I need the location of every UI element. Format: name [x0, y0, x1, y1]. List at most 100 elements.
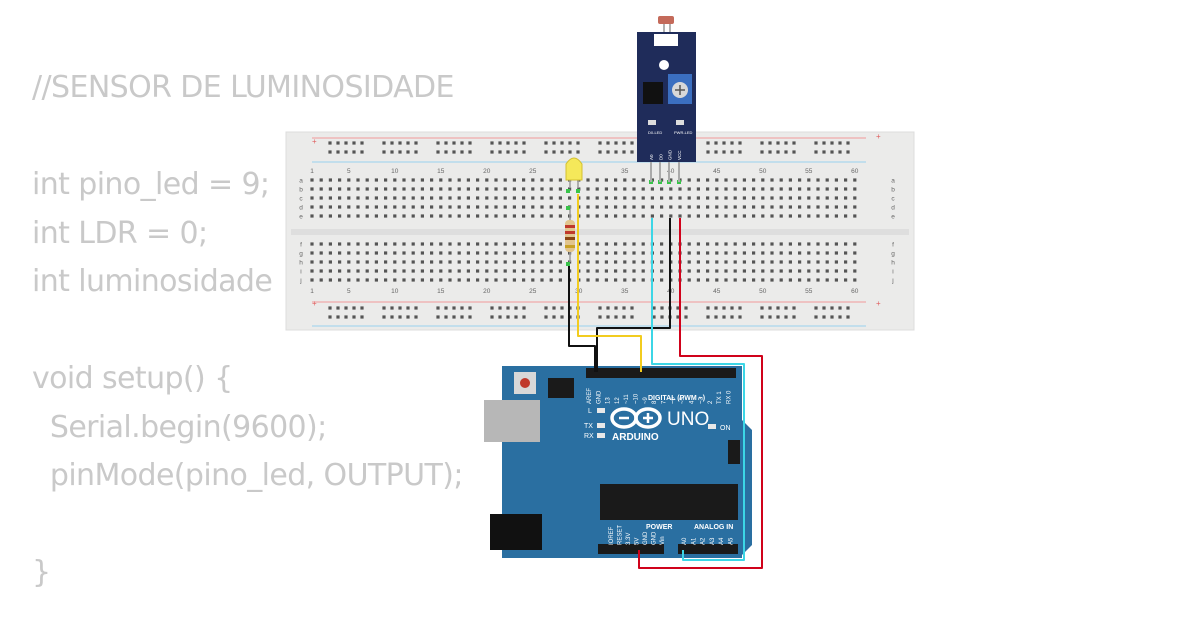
column-number: 25 — [529, 288, 537, 295]
rail-plus-bottom-right: + — [876, 299, 881, 308]
wire-black-sensor-gnd — [596, 218, 671, 372]
sensor-pin-legs — [650, 162, 680, 182]
pin-label: 12 — [615, 397, 621, 404]
digital-header — [586, 368, 736, 378]
pin-label: ~3 — [699, 396, 705, 404]
code-line: } — [32, 555, 51, 590]
column-number: 45 — [713, 168, 721, 175]
column-number: 15 — [437, 168, 445, 175]
row-letter: j — [299, 278, 301, 285]
pin-label: RESET — [618, 525, 624, 545]
code-line: Serial.begin(9600); — [32, 409, 327, 445]
pin-label: AREF — [587, 388, 593, 404]
code-text: //SENSOR DE LUMINOSIDADE int pino_led = 9… — [32, 64, 463, 598]
row-letter: h — [299, 260, 303, 267]
pin-label: A3 — [710, 537, 716, 545]
sensor-pin-label: VCC — [677, 150, 682, 160]
row-letter: d — [299, 205, 303, 212]
column-number: 1 — [310, 288, 314, 295]
on-label: ON — [720, 425, 731, 432]
pin-label: GND — [596, 390, 602, 404]
row-letter: c — [299, 196, 303, 203]
row-letter: a — [299, 178, 303, 185]
pin-label: 5V — [635, 538, 641, 545]
sensor-pin-label: GND — [668, 149, 673, 160]
row-letter: g — [299, 251, 303, 258]
pin-label: 8 — [652, 400, 658, 404]
code-line: int LDR = 0; — [32, 215, 208, 251]
pin-label: 13 — [606, 397, 612, 404]
wires — [568, 194, 763, 569]
column-number: 60 — [851, 288, 859, 295]
pin-label: ~11 — [624, 394, 630, 404]
digital-pwm-label: DIGITAL (PWM ~) — [648, 395, 705, 402]
tx-label: TX — [584, 423, 593, 430]
rx-label: RX — [584, 433, 594, 440]
code-line: void setup() { — [32, 361, 233, 396]
column-number: 10 — [391, 168, 399, 175]
pin-label: ~6 — [671, 396, 677, 404]
row-letter: d — [891, 205, 895, 212]
column-number: 5 — [347, 168, 351, 175]
pin-label: Vin — [660, 536, 666, 545]
row-letter: g — [891, 251, 895, 258]
row-letter: j — [891, 278, 893, 285]
row-letter: i — [300, 269, 301, 276]
column-number: 35 — [621, 288, 629, 295]
row-letter: b — [891, 187, 895, 194]
column-number: 50 — [759, 168, 767, 175]
yellow-led — [565, 157, 583, 188]
row-letter: e — [891, 214, 895, 221]
power-label: POWER — [646, 524, 672, 531]
pin-label: 2 — [708, 400, 714, 404]
wire-cyan-a0 — [651, 218, 745, 561]
wire-black-led-gnd — [568, 266, 596, 372]
pin-label: A5 — [729, 537, 735, 545]
column-number: 45 — [713, 288, 721, 295]
row-letter: i — [892, 269, 893, 276]
uno-label: UNO — [667, 409, 709, 430]
pin-label: GND — [643, 531, 649, 545]
l-label: L — [588, 408, 592, 415]
column-number: 60 — [851, 168, 859, 175]
pin-label: GND — [652, 531, 658, 545]
column-number: 25 — [529, 168, 537, 175]
pin-label: A2 — [701, 537, 707, 545]
column-number: 50 — [759, 288, 767, 295]
column-number: 5 — [347, 288, 351, 295]
column-number: 20 — [483, 168, 491, 175]
analog-in-label: ANALOG IN — [694, 524, 733, 531]
row-letter: f — [892, 242, 894, 249]
code-line: int luminosidade — [32, 264, 273, 299]
usb-port — [484, 400, 540, 442]
column-number: 20 — [483, 288, 491, 295]
pin-label: 4 — [689, 400, 695, 404]
row-letter: e — [299, 214, 303, 221]
pin-label: 7 — [661, 400, 667, 404]
pin-label: ~10 — [634, 393, 640, 404]
column-number: 40 — [667, 168, 675, 175]
resistor — [565, 206, 575, 262]
sensor-led-label-d0: D0-LED — [648, 130, 662, 135]
pin-label: RX 0 — [727, 390, 733, 404]
column-number: 1 — [310, 168, 314, 175]
pin-label: 3.3V — [626, 533, 632, 545]
photoresistor — [658, 16, 674, 24]
pin-label: A0 — [682, 537, 688, 545]
wire-yellow-pin9 — [577, 194, 642, 372]
power-jack — [490, 514, 542, 550]
pin-label: A1 — [691, 537, 697, 545]
microcontroller-chip — [600, 484, 738, 520]
sensor-pin-label: A0 — [649, 154, 654, 160]
breadboard-holes — [310, 141, 857, 319]
column-number: 10 — [391, 288, 399, 295]
row-letter: a — [891, 178, 895, 185]
code-line: //SENSOR DE LUMINOSIDADE — [32, 70, 454, 105]
analog-header — [678, 544, 738, 554]
column-number: 55 — [805, 168, 813, 175]
code-line: int pino_led = 9; — [32, 167, 270, 202]
